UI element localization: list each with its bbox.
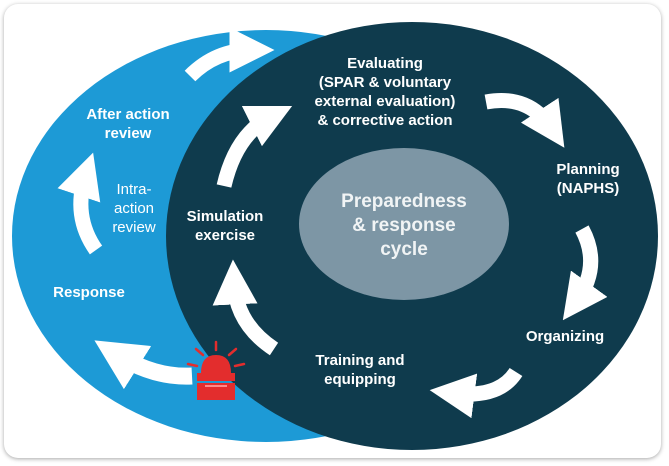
curved-arrow-icon <box>484 93 565 148</box>
curved-arrow-icon <box>216 105 293 188</box>
evaluating-label: Evaluating (SPAR & voluntary external ev… <box>314 55 456 129</box>
training-label: Training and equipping <box>315 352 405 388</box>
cycle-diagram-svg <box>12 22 658 450</box>
center-ellipse <box>299 148 509 300</box>
curved-arrow-icon <box>562 225 608 321</box>
curved-arrow-icon <box>212 259 279 356</box>
planning-label: Planning (NAPHS) <box>556 161 620 197</box>
curved-arrow-icon <box>429 367 523 419</box>
center-label: Preparedness & response cycle <box>341 191 467 260</box>
alarm-siren-icon <box>186 340 246 400</box>
intra-action-label: Intra- action review <box>112 181 156 236</box>
after-action-label: After action review <box>86 106 170 142</box>
curved-arrow-icon <box>184 27 275 82</box>
organizing-label: Organizing <box>525 328 605 345</box>
curved-arrow-icon <box>94 340 193 390</box>
curved-arrow-icon <box>57 152 103 255</box>
response-label: Response <box>53 284 125 301</box>
simulation-label: Simulation exercise <box>186 208 264 244</box>
diagram-frame: Preparedness & response cycle Evaluating… <box>4 4 661 458</box>
